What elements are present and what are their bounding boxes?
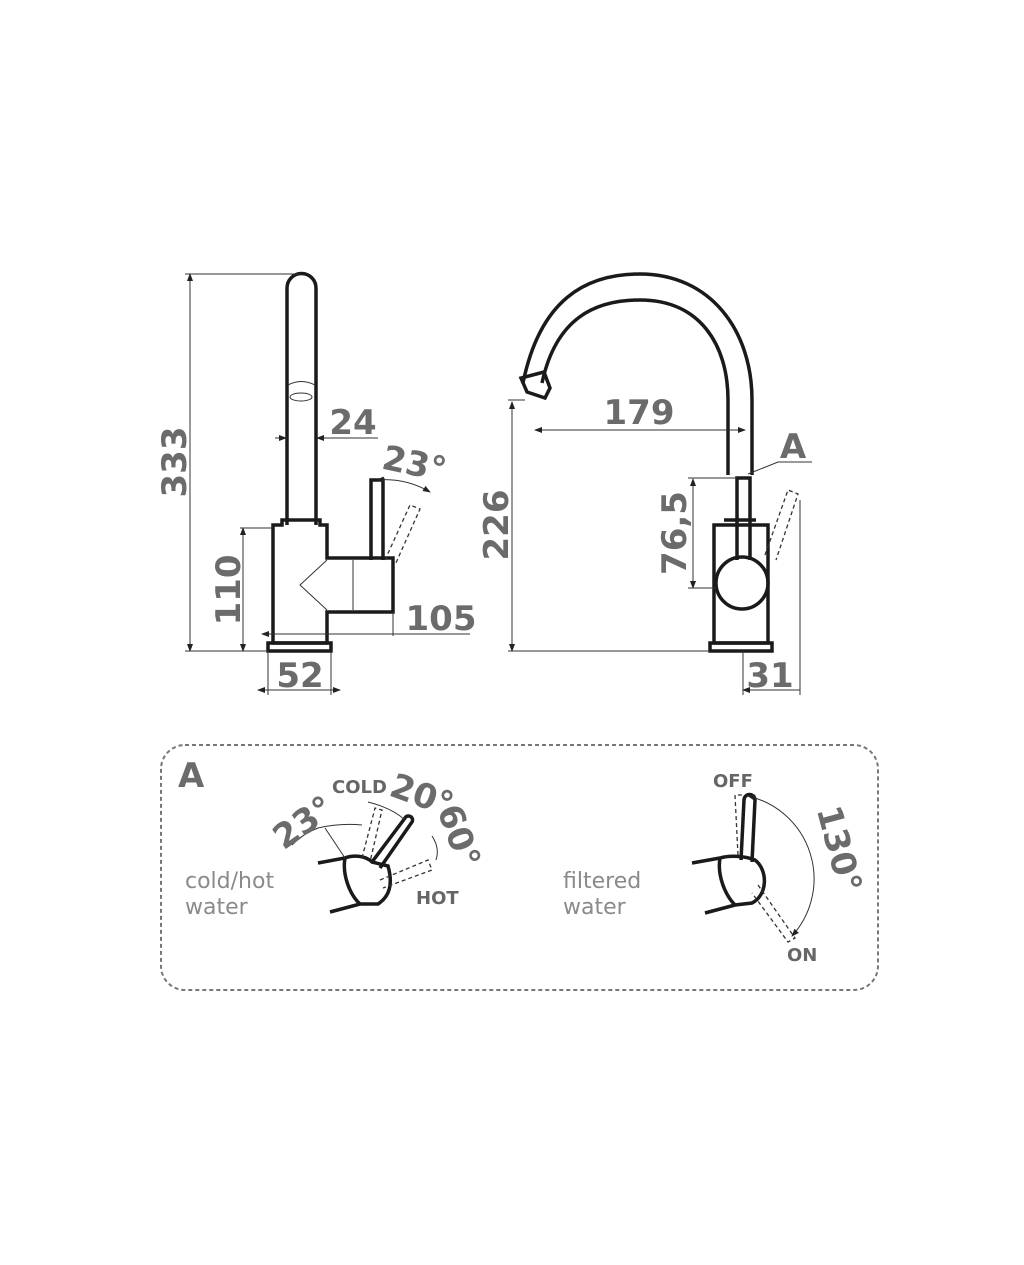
dim-handle-reach: 105 bbox=[406, 599, 477, 639]
hot-label: HOT bbox=[416, 888, 459, 909]
spout-side bbox=[285, 271, 318, 525]
base-side bbox=[266, 641, 333, 653]
filter-lever-tilted bbox=[764, 489, 799, 561]
detail-title: A bbox=[178, 756, 205, 796]
body-side bbox=[271, 518, 395, 645]
dim-spout-diameter: 24 bbox=[329, 403, 376, 443]
detail-ref-label: A bbox=[780, 427, 807, 467]
dim-lever-height: 76,5 bbox=[655, 491, 695, 575]
dim-base-width: 52 bbox=[276, 656, 323, 696]
dim-spout-reach: 179 bbox=[604, 393, 675, 433]
cold-label: COLD bbox=[332, 777, 387, 798]
dim-total-height: 333 bbox=[155, 427, 195, 498]
cold-hot-detail: cold/hot water COLD HOT 23° 20° 60° bbox=[185, 766, 488, 920]
lever-front bbox=[735, 476, 752, 560]
body-front bbox=[712, 518, 770, 645]
lever-side bbox=[369, 478, 385, 560]
off-label: OFF bbox=[713, 771, 753, 792]
cold-hot-caption-1: cold/hot bbox=[185, 869, 274, 894]
on-label: ON bbox=[787, 945, 817, 966]
filtered-caption-2: water bbox=[563, 895, 627, 920]
filtered-caption-1: filtered bbox=[563, 869, 641, 894]
lever-detail-1 bbox=[370, 814, 415, 869]
aerator bbox=[287, 381, 316, 402]
lever-tilted bbox=[384, 504, 421, 566]
dim-spout-height: 226 bbox=[477, 490, 517, 561]
angle-hot: 60° bbox=[429, 799, 489, 873]
dim-lever-offset: 31 bbox=[746, 656, 793, 696]
spout-tip bbox=[518, 369, 552, 401]
handle-hub bbox=[714, 555, 770, 611]
base-front bbox=[708, 641, 774, 653]
dim-lever-angle: 23° bbox=[379, 438, 450, 491]
front-view: 179 226 76,5 31 A bbox=[477, 272, 812, 696]
angle-lift: 23° bbox=[266, 788, 342, 858]
filter-lever bbox=[739, 792, 757, 863]
angle-filter: 130° bbox=[808, 801, 869, 896]
filtered-detail: filtered water OFF ON 130° bbox=[563, 771, 869, 966]
gooseneck-outer bbox=[521, 272, 754, 475]
detail-a-panel: A cold/hot water COLD HOT 23° 20° 60° fi… bbox=[160, 744, 879, 991]
dim-body-height: 110 bbox=[209, 555, 249, 626]
gooseneck-inner bbox=[540, 298, 730, 475]
cold-hot-caption-2: water bbox=[185, 895, 249, 920]
cartridge bbox=[299, 559, 354, 611]
side-view: 333 110 24 23° 105 52 bbox=[155, 271, 477, 696]
